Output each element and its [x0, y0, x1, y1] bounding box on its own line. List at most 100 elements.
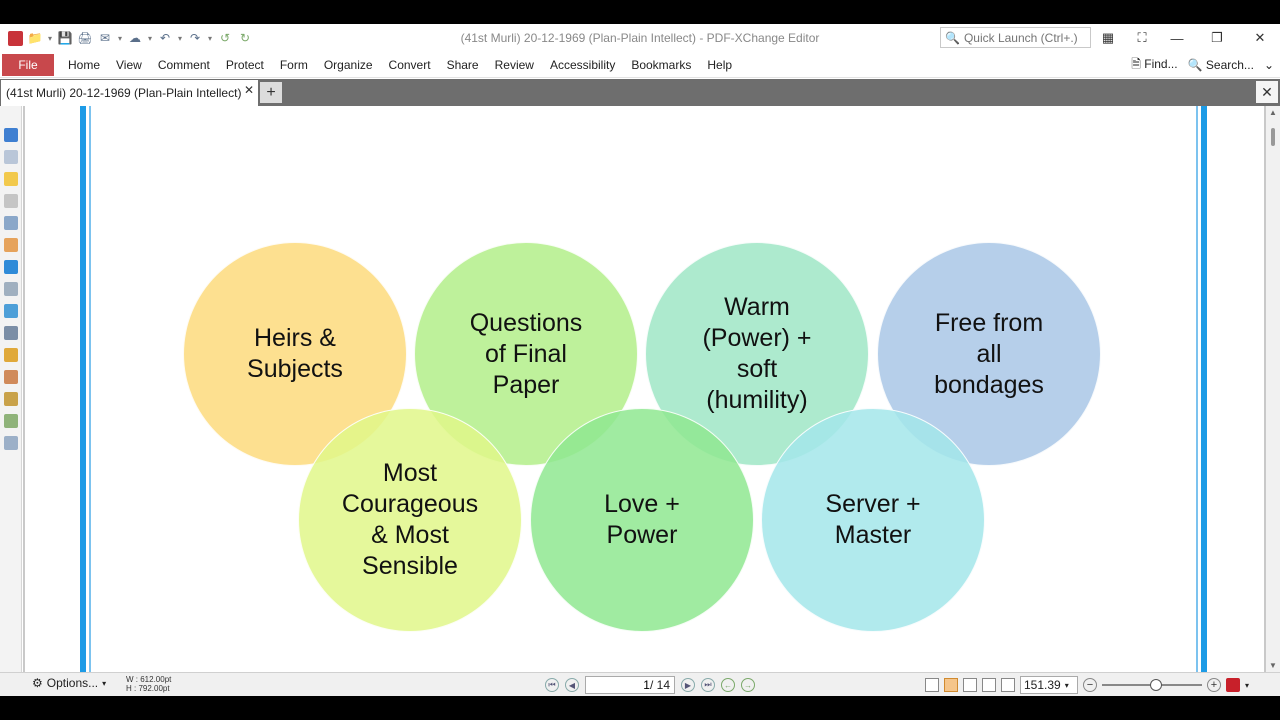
- last-page-icon[interactable]: ⏭: [701, 678, 715, 692]
- zoom-slider[interactable]: [1102, 679, 1202, 691]
- continuous-view-icon[interactable]: [944, 678, 958, 692]
- zoom-in-icon[interactable]: +: [1207, 678, 1221, 692]
- links-pane-icon[interactable]: [4, 348, 18, 362]
- destinations-pane-icon[interactable]: [4, 414, 18, 428]
- zoom-out-icon[interactable]: −: [1083, 678, 1097, 692]
- vertical-scrollbar[interactable]: ▲ ▼: [1266, 106, 1280, 672]
- quick-launch-input[interactable]: [963, 30, 1084, 45]
- email-dropdown-icon[interactable]: ▾: [117, 33, 122, 43]
- gear-icon: ⚙: [32, 676, 43, 690]
- close-window-button[interactable]: ✕: [1254, 30, 1266, 45]
- undo-icon[interactable]: ↶: [159, 31, 171, 45]
- order-pane-icon[interactable]: [4, 392, 18, 406]
- menu-view[interactable]: View: [116, 57, 142, 72]
- find-label: Find...: [1144, 56, 1178, 71]
- menu-share[interactable]: Share: [446, 57, 479, 72]
- menu-file[interactable]: File: [2, 53, 54, 76]
- quick-launch-box[interactable]: 🔍: [940, 27, 1091, 48]
- close-tab-icon[interactable]: ✕: [243, 83, 254, 97]
- ribbon-options-icon[interactable]: ▦: [1101, 30, 1115, 45]
- total-pages: / 14: [649, 678, 670, 692]
- scroll-up-icon[interactable]: ▲: [1269, 108, 1277, 117]
- fields-pane-icon[interactable]: [4, 282, 18, 296]
- document-view[interactable]: Heirs & Subjects Questions of Final Pape…: [23, 106, 1266, 672]
- scroll-down-icon[interactable]: ▼: [1269, 661, 1277, 670]
- forward-icon[interactable]: ↻: [239, 31, 251, 45]
- ribbon-collapse-icon[interactable]: ⌄: [1263, 58, 1274, 72]
- circle-label: Server + Master: [825, 490, 921, 549]
- options-button[interactable]: ⚙ Options... ▾: [32, 676, 106, 690]
- chevron-down-icon: ▾: [102, 678, 107, 688]
- menu-organize[interactable]: Organize: [323, 57, 373, 72]
- facing-continuous-view-icon[interactable]: [982, 678, 996, 692]
- document-tab-bar: (41st Murli) 20-12-1969 (Plan-Plain Inte…: [0, 79, 1280, 106]
- maximize-button[interactable]: ❐: [1211, 30, 1223, 45]
- left-pane-toolbar: [0, 106, 22, 672]
- search-label: Search...: [1205, 58, 1254, 72]
- first-page-icon[interactable]: ⏮: [545, 678, 559, 692]
- scan-dropdown-icon[interactable]: ▾: [147, 33, 152, 43]
- tags-pane-icon[interactable]: [4, 370, 18, 384]
- fit-view-icon[interactable]: [1001, 678, 1015, 692]
- next-page-icon[interactable]: ▶: [681, 678, 695, 692]
- quick-access-toolbar: 📁 ▾ 💾 🖨 ✉ ▾ ☁ ▾ ↶ ▾ ↷ ▾ ↺ ↻: [0, 24, 254, 52]
- signatures-pane-icon[interactable]: [4, 304, 18, 318]
- open-dropdown-icon[interactable]: ▾: [47, 33, 52, 43]
- info-pane-icon[interactable]: [4, 436, 18, 450]
- menu-protect[interactable]: Protect: [225, 57, 264, 72]
- statusbar-menu-icon[interactable]: ▾: [1245, 680, 1250, 690]
- structure-pane-icon[interactable]: [4, 326, 18, 340]
- menu-home[interactable]: Home: [68, 57, 101, 72]
- menu-comment[interactable]: Comment: [157, 57, 210, 72]
- print-icon[interactable]: 🖨: [77, 31, 93, 45]
- thumbnails-pane-icon[interactable]: [4, 150, 18, 164]
- next-view-icon[interactable]: →: [741, 678, 755, 692]
- document-tab[interactable]: (41st Murli) 20-12-1969 (Plan-Plain Inte…: [1, 80, 258, 106]
- page-border-left-inner: [89, 106, 91, 672]
- page-navigation: ⏮ ◀ / 14 ▶ ⏭ ← →: [545, 676, 755, 694]
- zoom-slider-thumb[interactable]: [1150, 679, 1162, 691]
- bookmarks-pane-icon[interactable]: [4, 128, 18, 142]
- attachments-pane-icon[interactable]: [4, 194, 18, 208]
- view-controls: 151.39▾ − + ▾: [925, 676, 1249, 694]
- comments-pane-icon[interactable]: [4, 172, 18, 186]
- pdf-icon[interactable]: [1226, 678, 1240, 692]
- previous-view-icon[interactable]: ←: [721, 678, 735, 692]
- search-button[interactable]: 🔍 Search...: [1188, 58, 1254, 72]
- find-button[interactable]: 🗎 Find...: [1131, 55, 1177, 76]
- previous-page-icon[interactable]: ◀: [565, 678, 579, 692]
- circle-label: Love + Power: [604, 490, 680, 549]
- zoom-dropdown-icon[interactable]: ▾: [1064, 680, 1069, 690]
- menu-convert[interactable]: Convert: [388, 57, 431, 72]
- app-icon[interactable]: [6, 29, 24, 47]
- layers-pane-icon[interactable]: [4, 216, 18, 230]
- menu-bookmarks[interactable]: Bookmarks: [631, 57, 692, 72]
- document-tab-label: (41st Murli) 20-12-1969 (Plan-Plain Inte…: [6, 86, 242, 100]
- facing-view-icon[interactable]: [963, 678, 977, 692]
- content-pane-icon[interactable]: [4, 238, 18, 252]
- page-height: H : 792.00pt: [126, 684, 170, 693]
- close-document-button[interactable]: ✕: [1256, 81, 1278, 103]
- minimize-button[interactable]: —: [1170, 30, 1184, 46]
- fullscreen-icon[interactable]: ⛶: [1137, 30, 1147, 45]
- pdf-xchange-window: 📁 ▾ 💾 🖨 ✉ ▾ ☁ ▾ ↶ ▾ ↷ ▾ ↺ ↻ (41st Murli)…: [0, 24, 1280, 696]
- menu-accessibility[interactable]: Accessibility: [549, 57, 616, 72]
- redo-dropdown-icon[interactable]: ▾: [207, 33, 212, 43]
- scan-icon[interactable]: ☁: [129, 31, 141, 45]
- undo-dropdown-icon[interactable]: ▾: [177, 33, 182, 43]
- menu-form[interactable]: Form: [279, 57, 308, 72]
- new-tab-button[interactable]: +: [260, 82, 282, 103]
- email-icon[interactable]: ✉: [99, 31, 111, 45]
- scroll-thumb[interactable]: [1271, 128, 1275, 146]
- single-page-view-icon[interactable]: [925, 678, 939, 692]
- back-icon[interactable]: ↺: [219, 31, 231, 45]
- zoom-level-box[interactable]: 151.39▾: [1020, 676, 1078, 694]
- page-number-box[interactable]: / 14: [585, 676, 675, 694]
- redo-icon[interactable]: ↷: [189, 31, 201, 45]
- menu-review[interactable]: Review: [494, 57, 534, 72]
- properties-pane-icon[interactable]: [4, 260, 18, 274]
- save-icon[interactable]: 💾: [57, 31, 73, 45]
- open-folder-icon[interactable]: 📁: [27, 31, 43, 45]
- page-number-input[interactable]: [609, 678, 650, 692]
- menu-help[interactable]: Help: [707, 57, 733, 72]
